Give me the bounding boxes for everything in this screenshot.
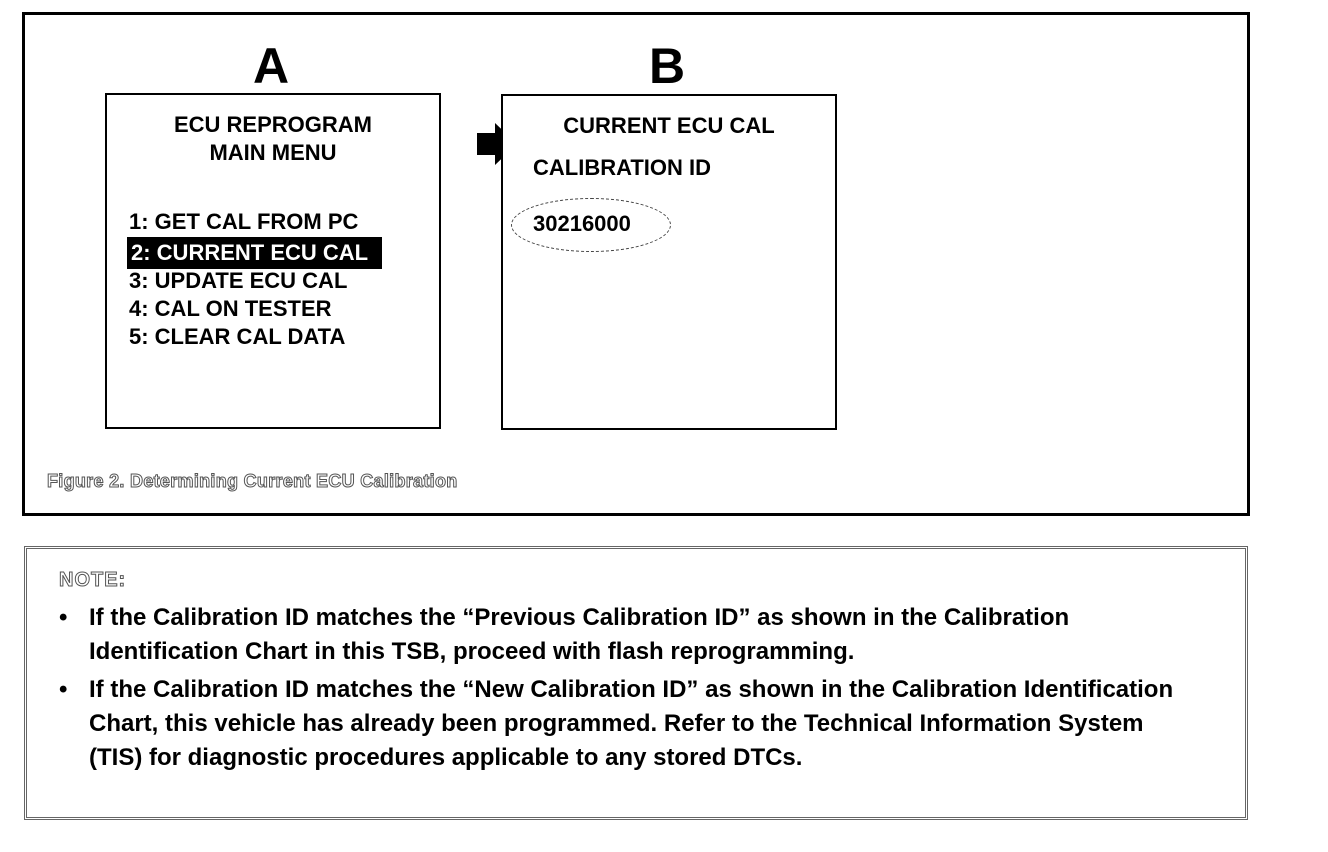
figure-frame: A B ECU REPROGRAM MAIN MENU 1: GET CAL F…: [22, 12, 1250, 516]
note-box: NOTE: • If the Calibration ID matches th…: [24, 546, 1248, 820]
note-item: • If the Calibration ID matches the “New…: [59, 673, 1199, 775]
menu-item-update-ecu-cal[interactable]: 3: UPDATE ECU CAL: [129, 268, 348, 293]
panel-b-label: B: [649, 38, 686, 94]
screen-b-title: CURRENT ECU CAL: [563, 113, 775, 138]
note-item: • If the Calibration ID matches the “Pre…: [59, 601, 1199, 669]
menu-item-get-cal[interactable]: 1: GET CAL FROM PC: [129, 209, 359, 234]
calibration-id-value: 30216000: [533, 211, 631, 236]
bullet-icon: •: [59, 604, 68, 631]
screen-a: ECU REPROGRAM MAIN MENU 1: GET CAL FROM …: [105, 93, 441, 429]
note-item-text: If the Calibration ID matches the “Previ…: [89, 604, 1070, 665]
panel-a-label: A: [253, 38, 290, 94]
screen-a-title-line2: MAIN MENU: [209, 140, 337, 165]
figure-caption: Figure 2. Determining Current ECU Calibr…: [47, 471, 458, 492]
screen-a-title-line1: ECU REPROGRAM: [173, 112, 372, 137]
note-list: • If the Calibration ID matches the “Pre…: [59, 601, 1199, 779]
screen-b: CURRENT ECU CAL CALIBRATION ID 30216000: [501, 94, 837, 430]
menu-item-current-ecu-cal[interactable]: 2: CURRENT ECU CAL: [127, 237, 383, 269]
menu-item-clear-cal-data[interactable]: 5: CLEAR CAL DATA: [129, 324, 346, 349]
right-arrow-icon: [477, 123, 517, 165]
menu-item-cal-on-tester[interactable]: 4: CAL ON TESTER: [129, 296, 332, 321]
highlight-circle: [511, 198, 671, 252]
note-title: NOTE:: [58, 569, 127, 592]
note-item-text: If the Calibration ID matches the “New C…: [89, 676, 1174, 771]
calibration-id-label: CALIBRATION ID: [533, 155, 712, 180]
bullet-icon: •: [59, 676, 68, 703]
